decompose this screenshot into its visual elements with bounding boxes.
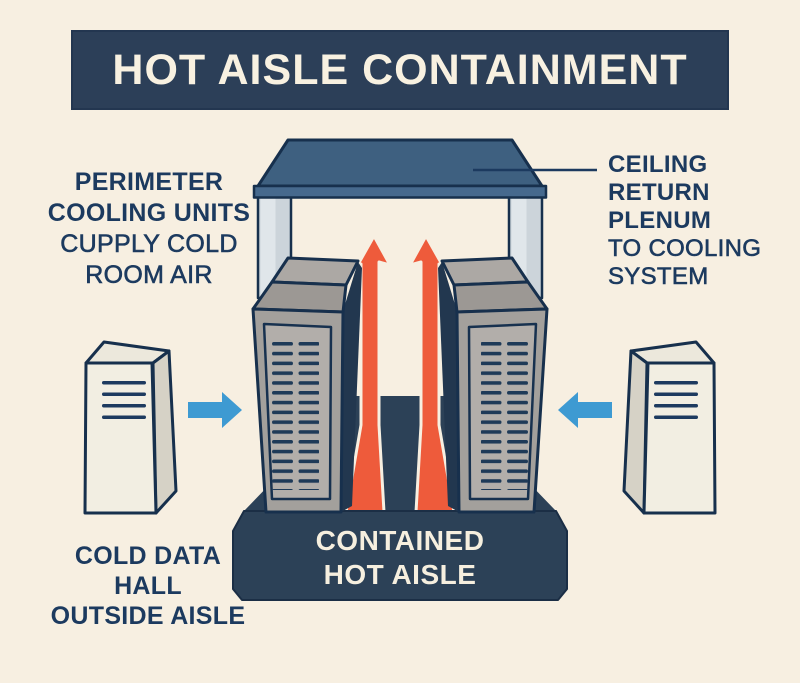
label-line: OUTSIDE AISLE xyxy=(50,602,246,630)
cooling-unit-left xyxy=(83,340,178,515)
rack-top-upper xyxy=(270,256,360,287)
label-line: HALL xyxy=(114,572,182,600)
cold-air-arrow-left-icon xyxy=(188,392,242,428)
rack-vent-slats xyxy=(481,342,528,490)
label-line: PLENUM xyxy=(608,207,712,234)
rack-side-shadow xyxy=(438,262,459,512)
hot-aisle-base xyxy=(232,510,568,601)
label-perimeter-cooling: PERIMETER COOLING UNITS CUPPLY COLD ROOM… xyxy=(30,167,268,291)
plenum-top-slab xyxy=(256,138,544,188)
cold-air-arrow-right-icon xyxy=(558,392,612,428)
server-rack-left xyxy=(251,256,362,514)
cooling-unit-right xyxy=(622,340,717,515)
page-title: HOT AISLE CONTAINMENT xyxy=(112,45,688,94)
rack-top-upper xyxy=(440,256,530,287)
label-line: PERIMETER xyxy=(74,168,224,196)
label-line: ROOM AIR xyxy=(85,261,213,290)
label-line: COOLING UNITS xyxy=(47,199,251,227)
cabinet-vent-slats xyxy=(654,381,698,419)
plenum-front-band xyxy=(252,184,548,199)
label-line: RETURN xyxy=(608,179,710,206)
cabinet-front xyxy=(642,361,717,515)
rack-vent-slats xyxy=(272,342,319,490)
label-line: CUPPLY COLD xyxy=(60,230,238,259)
ceiling-return-plenum xyxy=(252,138,548,300)
label-line: TO COOLING xyxy=(608,235,762,263)
label-line: COLD DATA xyxy=(74,542,222,570)
cabinet-front xyxy=(83,361,158,515)
label-line: CONTAINED xyxy=(315,525,485,556)
server-rack-right xyxy=(438,256,549,514)
label-contained-hot-aisle: CONTAINED HOT AISLE xyxy=(270,524,530,592)
label-ceiling-return-plenum: CEILING RETURN PLENUM TO COOLING SYSTEM xyxy=(608,151,788,291)
label-cold-data-hall: COLD DATA HALL OUTSIDE AISLE xyxy=(26,541,270,631)
cabinet-vent-slats xyxy=(102,381,146,419)
title-banner: HOT AISLE CONTAINMENT xyxy=(71,30,729,110)
label-line: SYSTEM xyxy=(608,263,709,291)
rack-side-shadow xyxy=(341,262,362,512)
label-line: CEILING xyxy=(608,151,708,178)
label-line: HOT AISLE xyxy=(323,559,477,590)
